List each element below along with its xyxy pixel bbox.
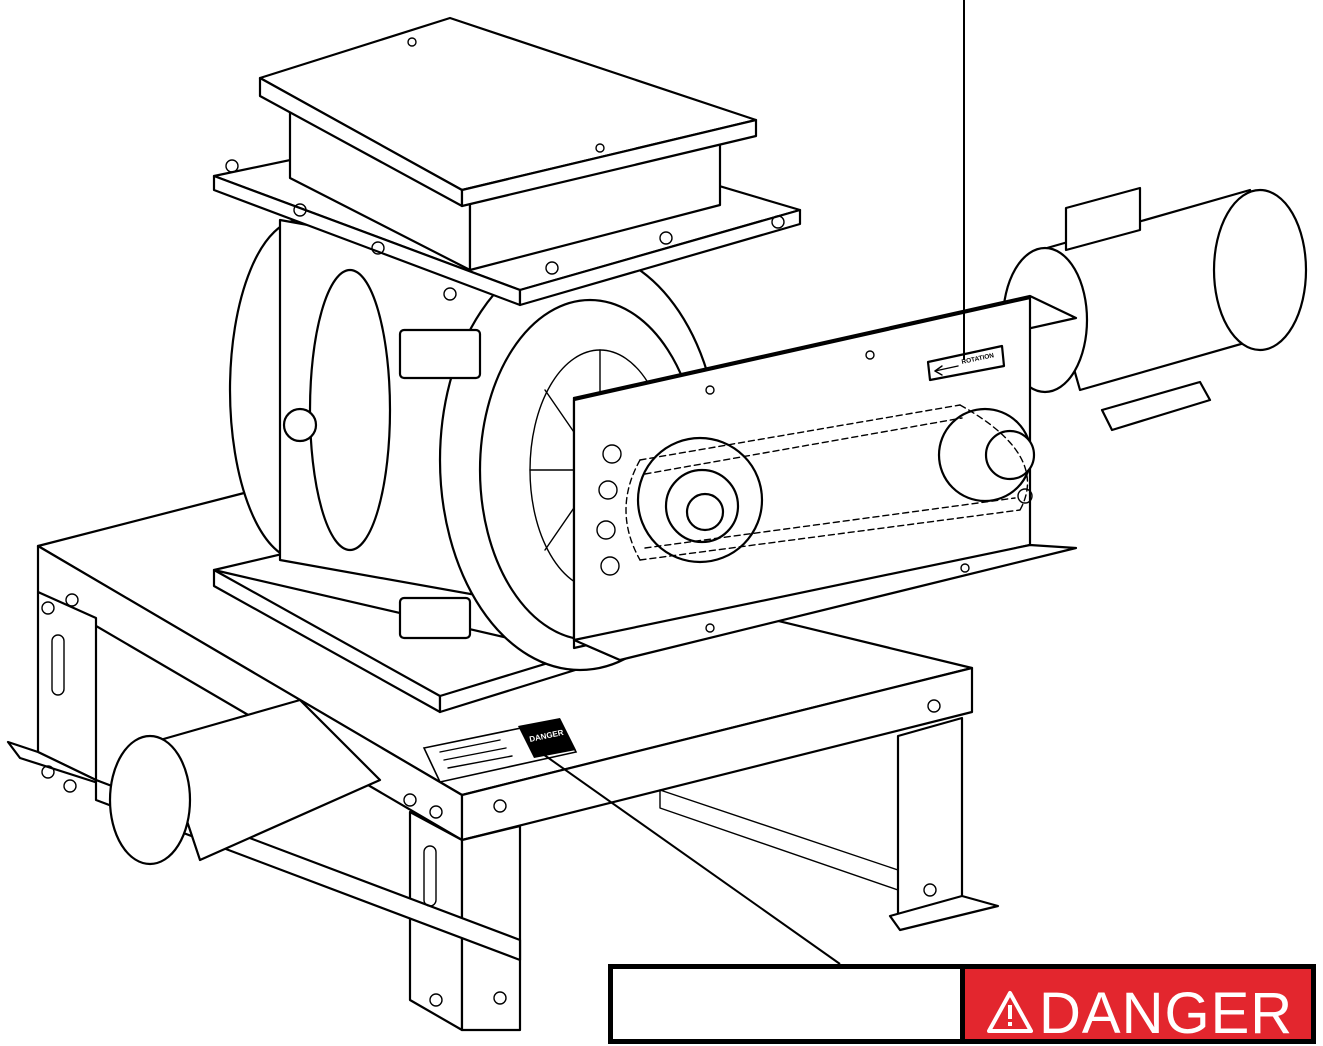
danger-callout-panel: DANGER	[960, 969, 1311, 1043]
danger-decal-small: DANGER	[422, 718, 578, 783]
lower-cylinder	[108, 698, 382, 866]
chain-guard	[572, 294, 1078, 662]
danger-leader-line	[539, 751, 841, 965]
danger-callout-label: DANGER	[1039, 981, 1294, 1046]
inlet-flange	[212, 16, 802, 307]
danger-callout: DANGER	[608, 964, 1316, 1044]
rotation-decal: ROTATION	[926, 344, 1006, 382]
warning-triangle-icon	[987, 991, 1033, 1033]
drive-motor	[1001, 186, 1308, 432]
